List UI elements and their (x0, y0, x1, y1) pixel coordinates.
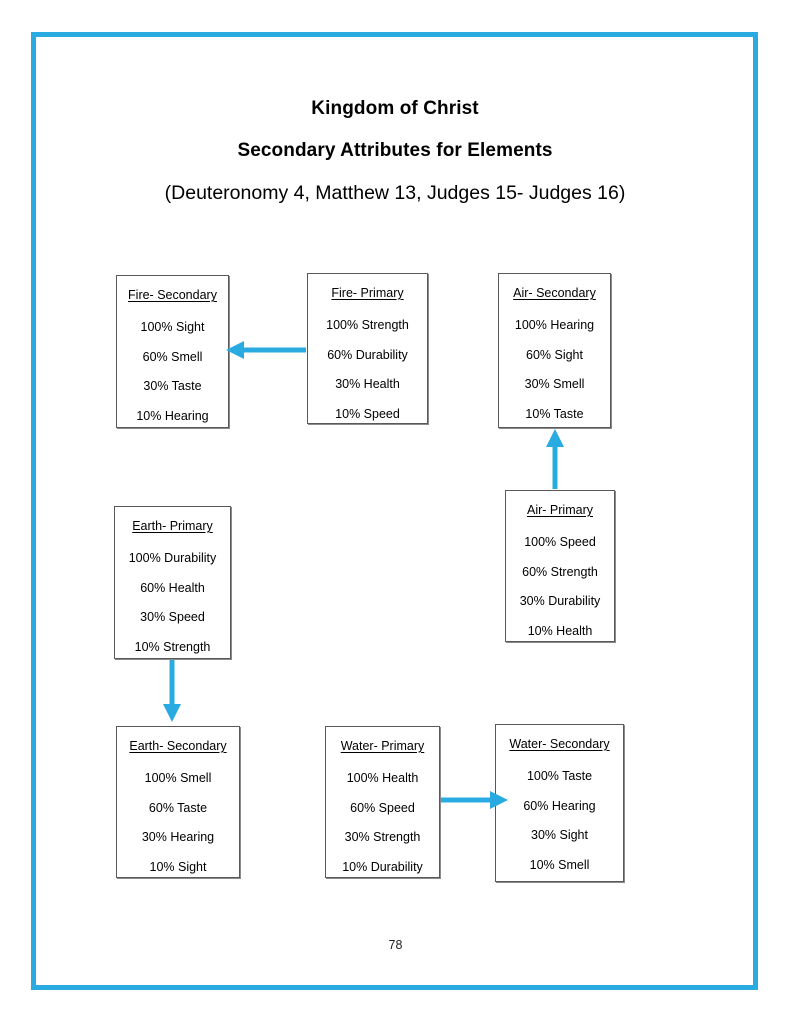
title-heading-sub: Secondary Attributes for Elements (237, 140, 553, 161)
title-heading-main: Kingdom of Christ (311, 98, 479, 119)
box-fire-primary[interactable]: Fire- Primary 100% Strength 60% Durabili… (307, 273, 428, 424)
box-fire-secondary[interactable]: Fire- Secondary 100% Sight 60% Smell 30%… (116, 275, 229, 428)
box-title-earth-primary: Earth- Primary (132, 519, 213, 533)
box-title-earth-secondary: Earth- Secondary (129, 739, 227, 753)
attr-line: 60% Health (140, 580, 205, 595)
title-scripture-ref: (Deuteronomy 4, Matthew 13, Judges 15- J… (164, 182, 626, 204)
attr-line: 60% Speed (350, 800, 415, 815)
arrow-fire-primary-to-fire-secondary (226, 341, 306, 359)
attr-line: 100% Hearing (514, 318, 595, 332)
attr-line: 60% Durability (327, 347, 408, 362)
attr-line: 100% Strength (326, 318, 409, 332)
box-title-fire-primary: Fire- Primary (331, 286, 404, 300)
attr-line: 30% Sight (531, 828, 588, 842)
attr-line: 30% Strength (344, 830, 421, 844)
attr-line: 60% Smell (142, 349, 203, 364)
attr-line: 10% Health (527, 623, 593, 638)
box-air-primary[interactable]: Air- Primary 100% Speed 60% Strength 30%… (505, 490, 615, 642)
arrow-earth-primary-to-earth-secondary (163, 660, 181, 722)
attr-line: 60% Hearing (523, 798, 596, 813)
attr-line: 100% Smell (144, 771, 212, 785)
attr-line: 100% Speed (524, 535, 596, 549)
attr-line: 10% Strength (134, 639, 211, 654)
attr-line: 100% Health (346, 771, 419, 785)
attr-line: 10% Taste (525, 406, 584, 421)
attr-line: 100% Durability (128, 551, 217, 565)
attr-line: 30% Speed (140, 610, 205, 624)
attr-line: 10% Hearing (136, 408, 209, 423)
attr-line: 100% Taste (526, 769, 593, 783)
attr-line: 10% Durability (342, 859, 423, 874)
attr-line: 60% Sight (526, 347, 583, 362)
box-title-air-secondary: Air- Secondary (513, 286, 596, 300)
box-water-primary[interactable]: Water- Primary 100% Health 60% Speed 30%… (325, 726, 440, 878)
box-title-fire-secondary: Fire- Secondary (128, 288, 217, 302)
page-number: 78 (388, 938, 403, 952)
attr-line: 30% Smell (524, 377, 585, 391)
attr-line: 100% Sight (140, 320, 205, 334)
box-earth-secondary[interactable]: Earth- Secondary 100% Smell 60% Taste 30… (116, 726, 240, 878)
box-title-water-primary: Water- Primary (340, 739, 425, 753)
box-air-secondary[interactable]: Air- Secondary 100% Hearing 60% Sight 30… (498, 273, 611, 428)
attr-line: 30% Health (335, 377, 400, 391)
attr-line: 30% Taste (143, 379, 202, 393)
attr-line: 10% Smell (529, 857, 590, 872)
page-title: Kingdom of Christ Secondary Attributes f… (60, 88, 730, 214)
box-water-secondary[interactable]: Water- Secondary 100% Taste 60% Hearing … (495, 724, 624, 882)
box-title-air-primary: Air- Primary (527, 503, 593, 517)
attr-line: 30% Hearing (141, 830, 215, 844)
box-title-water-secondary: Water- Secondary (509, 737, 610, 751)
box-earth-primary[interactable]: Earth- Primary 100% Durability 60% Healt… (114, 506, 231, 659)
attr-line: 10% Speed (335, 406, 400, 421)
attr-line: 10% Sight (149, 859, 207, 874)
attr-line: 60% Strength (522, 564, 598, 579)
attr-line: 60% Taste (148, 800, 208, 815)
arrow-air-primary-to-air-secondary (546, 429, 564, 489)
attr-line: 30% Durability (519, 594, 601, 608)
